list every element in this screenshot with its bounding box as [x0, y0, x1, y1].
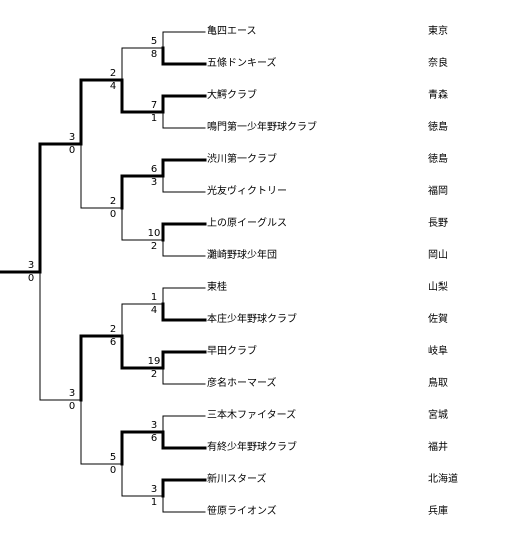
score-bottom: 6 [150, 433, 158, 444]
team-prefecture: 福岡 [428, 186, 448, 197]
team-prefecture: 岐阜 [428, 346, 448, 357]
score-top: 10 [147, 228, 161, 239]
score-top: 5 [150, 36, 158, 47]
team-prefecture: 鳥取 [428, 378, 448, 389]
team-prefecture: 岡山 [428, 250, 448, 261]
team-name: 三本木ファイターズ [207, 410, 297, 421]
team-prefecture: 福井 [428, 442, 448, 453]
score-top: 5 [109, 452, 117, 463]
score-bottom: 8 [150, 49, 158, 60]
score-top: 2 [109, 68, 117, 79]
team-name: 渋川第一クラブ [207, 154, 277, 165]
score-bottom: 6 [109, 337, 117, 348]
team-name: 上の原イーグルス [207, 218, 287, 229]
score-bottom: 4 [150, 305, 158, 316]
team-name: 笹原ライオンズ [207, 506, 277, 517]
score-bottom: 0 [68, 145, 76, 156]
score-top: 3 [68, 132, 76, 143]
score-bottom: 4 [109, 81, 117, 92]
score-bottom: 2 [150, 241, 158, 252]
team-prefecture: 青森 [428, 90, 448, 101]
team-name: 新川スターズ [207, 474, 267, 485]
score-top: 6 [150, 164, 158, 175]
score-bottom: 0 [109, 209, 117, 220]
team-prefecture: 徳島 [428, 154, 448, 165]
team-prefecture: 佐賀 [428, 314, 448, 325]
team-name: 鳴門第一少年野球クラブ [207, 122, 317, 133]
team-prefecture: 長野 [428, 218, 448, 229]
team-prefecture: 北海道 [428, 474, 458, 485]
score-bottom: 2 [150, 369, 158, 380]
score-top: 1 [150, 292, 158, 303]
score-top: 2 [109, 196, 117, 207]
team-name: 早田クラブ [207, 346, 257, 357]
team-name: 有終少年野球クラブ [207, 442, 297, 453]
score-top: 3 [27, 260, 35, 271]
team-name: 本庄少年野球クラブ [207, 314, 297, 325]
team-name: 彦名ホーマーズ [207, 378, 277, 389]
team-prefecture: 兵庫 [428, 506, 448, 517]
score-top: 3 [68, 388, 76, 399]
team-name: 東桂 [207, 282, 227, 293]
score-bottom: 0 [109, 465, 117, 476]
score-top: 2 [109, 324, 117, 335]
score-top: 7 [150, 100, 158, 111]
score-bottom: 1 [150, 497, 158, 508]
score-top: 3 [150, 484, 158, 495]
team-prefecture: 徳島 [428, 122, 448, 133]
score-top: 19 [147, 356, 161, 367]
team-name: 灘崎野球少年団 [207, 250, 277, 261]
score-bottom: 1 [150, 113, 158, 124]
team-name: 五條ドンキーズ [207, 58, 277, 69]
team-prefecture: 東京 [428, 26, 448, 37]
team-prefecture: 奈良 [428, 58, 448, 69]
team-prefecture: 山梨 [428, 282, 448, 293]
team-prefecture: 宮城 [428, 410, 448, 421]
team-name: 亀四エース [207, 26, 257, 37]
team-name: 大鰐クラブ [207, 90, 257, 101]
score-bottom: 0 [27, 273, 35, 284]
score-bottom: 0 [68, 401, 76, 412]
score-top: 3 [150, 420, 158, 431]
score-bottom: 3 [150, 177, 158, 188]
team-name: 光友ヴィクトリー [207, 186, 287, 197]
